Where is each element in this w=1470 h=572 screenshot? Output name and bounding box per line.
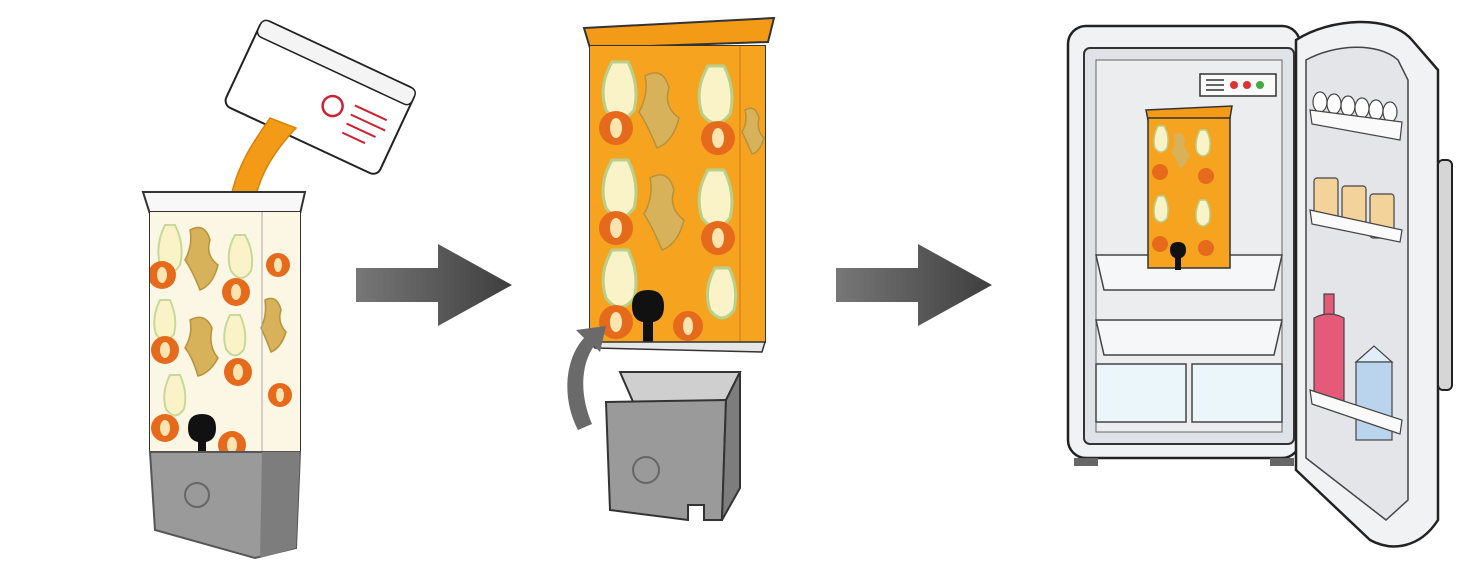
- cans-icon: [1309, 177, 1403, 243]
- eggs-icon: [1309, 91, 1403, 141]
- logo-mark: [632, 456, 660, 484]
- crisper-drawer: [1191, 363, 1283, 423]
- arrow-right-icon: [356, 244, 512, 326]
- shelf: [1095, 319, 1283, 356]
- spigot-icon: [188, 414, 216, 462]
- curved-arrow-up-icon: [567, 326, 606, 430]
- pouring-container-icon: [224, 19, 416, 175]
- step-2-remove-base: [567, 16, 776, 522]
- dispenser-2-icon: [582, 16, 776, 353]
- fruit-layer: [150, 212, 300, 452]
- door-handle: [1437, 159, 1453, 391]
- logo-mark: [184, 482, 210, 508]
- crisper-drawer: [1095, 363, 1187, 423]
- dispenser-in-fridge-icon: [1145, 105, 1233, 270]
- fruit-layer: [590, 46, 765, 342]
- step-1-pour-mix: [141, 19, 416, 560]
- spigot-icon: [632, 290, 664, 346]
- dispenser-1-icon: [141, 191, 307, 560]
- arrow-right-icon: [836, 244, 992, 326]
- step-3-refrigerate: [1066, 20, 1453, 548]
- refrigerator-icon: [1066, 20, 1453, 548]
- bottle-icon: [1313, 293, 1345, 407]
- juice-stream: [231, 117, 298, 197]
- removed-base-icon: [604, 371, 742, 522]
